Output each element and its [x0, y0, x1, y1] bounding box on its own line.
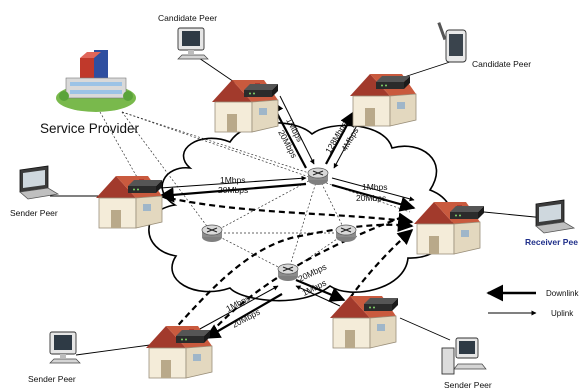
- receiver-peer-label: Receiver Pee: [525, 237, 578, 247]
- modem-receiver: [450, 206, 484, 219]
- pc-tower-icon: [441, 337, 487, 375]
- internet-cloud: [148, 122, 454, 302]
- modem-candidate-right: [376, 76, 410, 89]
- modem-sender-bottom-right: [364, 298, 398, 311]
- sender-peer-bottom-left-label: Sender Peer: [28, 374, 76, 384]
- router-bottom: [277, 263, 299, 282]
- sender-peer-left-label: Sender Peer: [10, 208, 58, 218]
- router-left: [201, 224, 223, 243]
- legend-uplink-label: Uplink: [551, 309, 574, 318]
- device-links: [50, 55, 546, 356]
- service-provider-building-icon: [56, 50, 136, 112]
- modem-sender-left: [128, 180, 162, 193]
- bw-bottom-left-1: 1Mbps: [224, 293, 251, 314]
- modem-candidate-left: [244, 84, 278, 97]
- desktop-icon: [49, 331, 81, 364]
- service-provider-label: Service Provider: [40, 121, 140, 136]
- candidate-peer-right-label: Candidate Peer: [472, 59, 531, 69]
- router-top: [307, 167, 329, 186]
- legend-downlink-label: Downlink: [546, 289, 579, 298]
- laptop-icon: [535, 199, 575, 234]
- legend: Downlink Uplink: [486, 284, 579, 318]
- router-right: [335, 224, 357, 243]
- candidate-peer-left-label: Candidate Peer: [158, 13, 217, 23]
- data-flows: [159, 194, 414, 341]
- bw-receiver-1: 1Mbps: [362, 182, 388, 192]
- laptop-icon: [19, 165, 59, 200]
- sender-peer-bottom-right-label: Sender Peer: [444, 380, 492, 389]
- modem-sender-bottom-left: [176, 330, 210, 343]
- bandwidth-arrows: [158, 95, 416, 339]
- tablet-icon: [436, 21, 467, 63]
- bw-sender-left-1: 1Mbps: [220, 175, 246, 185]
- bw-sender-left-2: 20Mbps: [218, 185, 248, 195]
- bw-receiver-2: 20Mbps: [356, 193, 386, 203]
- desktop-icon: [177, 27, 209, 60]
